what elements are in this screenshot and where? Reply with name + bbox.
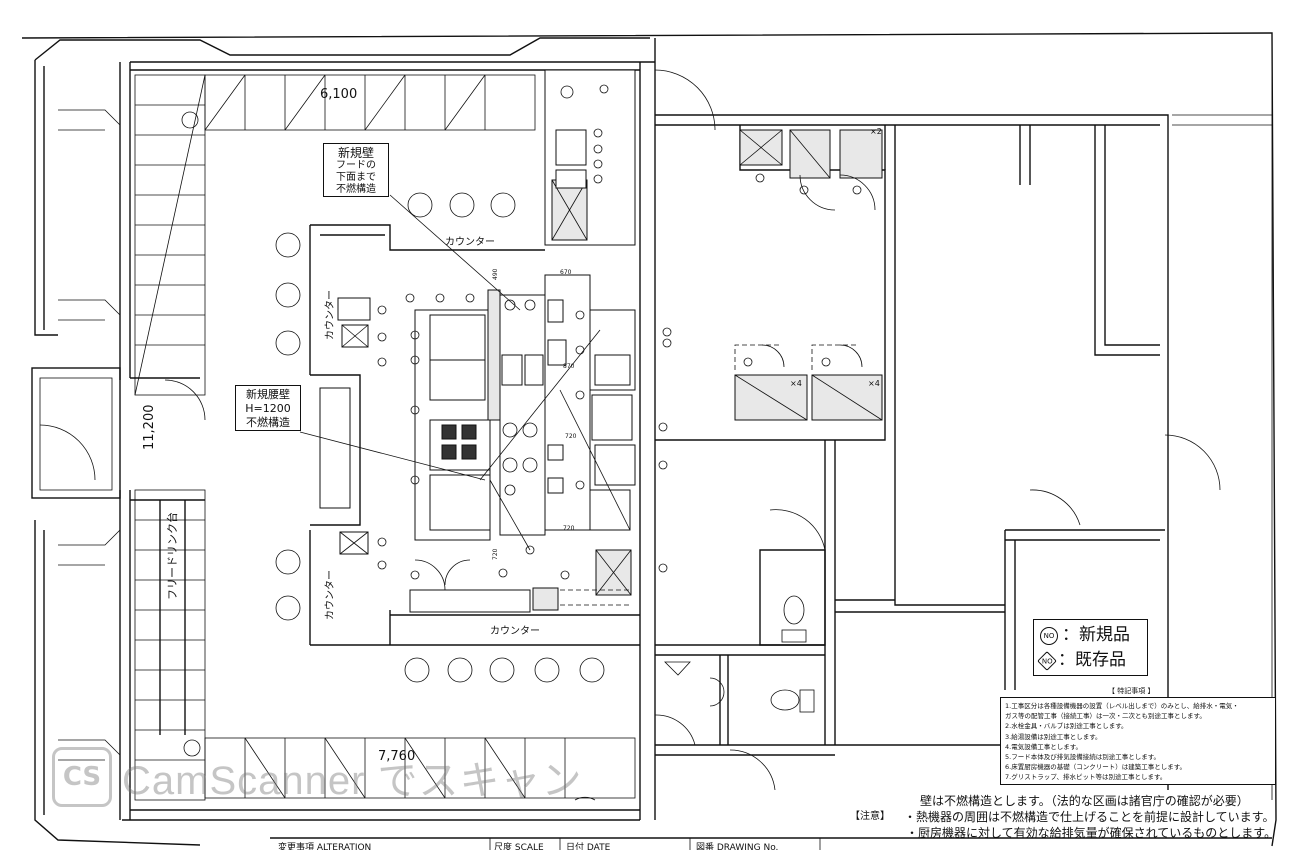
dim-870: 870 <box>563 363 575 370</box>
dim-720-b: 720 <box>563 525 575 532</box>
callout-new-wall: 新規壁 フードの 下面まで 不燃構造 <box>323 143 389 197</box>
callout-waist-wall: 新規腰壁 H=1200 不燃構造 <box>235 385 301 431</box>
stairs <box>134 74 636 801</box>
dim-top-width: 6,100 <box>320 87 357 102</box>
qty-x2: ×2 <box>870 127 882 136</box>
special-note-2: ガス等の配管工事（接続工事）は一次・二次とも別途工事とします。 <box>1005 712 1206 721</box>
dim-490: 490 <box>492 268 499 280</box>
callout-waist-wall-line1: H=1200 <box>245 402 291 415</box>
camscanner-logo-icon: CS <box>52 747 112 807</box>
caution-line-2: ・熱機器の周囲は不燃構造で仕上げることを前提に設計しています。 <box>904 810 1275 824</box>
label-free-drink: フリードリンク台 <box>165 512 179 600</box>
dim-height: 11,200 <box>142 405 157 451</box>
callout-new-wall-title: 新規壁 <box>337 146 374 160</box>
title-alteration: 変更事項 ALTERATION <box>278 841 371 850</box>
new-item-symbol: NO <box>1040 626 1058 645</box>
dim-720-c: 720 <box>492 548 499 560</box>
special-note-3: 2.水栓金具・バルブは別途工事とします。 <box>1005 722 1128 731</box>
label-counter-bottom: カウンター <box>490 625 540 637</box>
label-counter-top: カウンター <box>445 236 495 248</box>
legend-existing-row: NO ：既存品 <box>1037 648 1141 673</box>
right-rooms <box>574 40 1273 801</box>
entrance <box>31 367 206 499</box>
legend-existing-label: ：既存品 <box>1058 650 1126 670</box>
title-date: 日付 DATE <box>566 842 611 850</box>
special-note-6: 5.フード本体及び排気設備接続は別途工事とします。 <box>1005 753 1161 762</box>
existing-item-symbol-text: NO <box>1041 656 1053 665</box>
qty-x4-b: ×4 <box>868 379 880 388</box>
caution-line-3: ・厨房機器に対して有効な給排気量が確保されているものとします。 <box>906 826 1277 840</box>
title-scale: 尺度 SCALE <box>494 841 544 850</box>
special-notes-title: 【 特記事項 】 <box>1108 687 1155 695</box>
callout-new-wall-line1: フードの <box>336 160 376 171</box>
legend-box: NO ：新規品 NO ：既存品 <box>1033 619 1148 676</box>
callout-new-wall-line3: 不燃構造 <box>336 184 376 195</box>
label-counter-left-upper: カウンター <box>324 290 336 340</box>
camscanner-text: CamScanner でスキャン <box>122 759 583 803</box>
title-drawing-no: 図番 DRAWING No. <box>696 841 778 850</box>
legend-new-label: ：新規品 <box>1062 625 1130 645</box>
legend-new-row: NO ：新規品 <box>1040 623 1141 648</box>
special-note-1: 1.工事区分は各種設備機器の設置（レベル出しまで）のみとし、給排水・電気・ <box>1005 702 1239 710</box>
stools <box>181 111 605 757</box>
callout-waist-wall-title: 新規腰壁 <box>246 388 290 401</box>
label-counter-left-lower: カウンター <box>324 570 336 620</box>
dim-720-a: 720 <box>565 433 577 440</box>
caution-line-1: 壁は不燃構造とします。（法的な区画は諸官庁の確認が必要） <box>920 794 1249 808</box>
qty-x4-a: ×4 <box>790 379 802 388</box>
outer-walls <box>21 32 1277 847</box>
caution-notes: 壁は不燃構造とします。（法的な区画は諸官庁の確認が必要） 【注意】 ・熱機器の周… <box>820 793 1276 841</box>
leader-lines <box>299 194 631 551</box>
existing-item-symbol: NO <box>1037 650 1057 671</box>
equipment-markers <box>377 84 862 580</box>
dim-670: 670 <box>560 269 572 276</box>
special-note-4: 3.給湯設備は別途工事とします。 <box>1005 732 1102 741</box>
title-block <box>270 837 1272 850</box>
counters <box>159 224 640 735</box>
special-note-8: 7.グリストラップ、排水ピット等は別途工事とします。 <box>1005 773 1167 782</box>
callout-waist-wall-line2: 不燃構造 <box>246 416 290 429</box>
kitchen-equipment <box>337 69 636 613</box>
special-note-5: 4.電気設備工事とします。 <box>1005 742 1083 751</box>
special-notes-box: 1.工事区分は各種設備機器の設置（レベル出しまで）のみとし、給排水・電気・ ガス… <box>1000 697 1276 785</box>
camscanner-watermark: CS CamScanner でスキャン <box>52 747 583 807</box>
window-bays <box>58 109 121 761</box>
caution-label: 【注意】 <box>850 811 890 822</box>
caution-row-2: 【注意】 ・熱機器の周囲は不燃構造で仕上げることを前提に設計しています。 <box>820 809 1276 825</box>
dim-bottom-width: 7,760 <box>378 749 415 764</box>
special-note-7: 6.床置厨房機器の基礎（コンクリート）は建築工事とします。 <box>1005 763 1187 772</box>
callout-new-wall-line2: 下面まで <box>336 172 376 183</box>
